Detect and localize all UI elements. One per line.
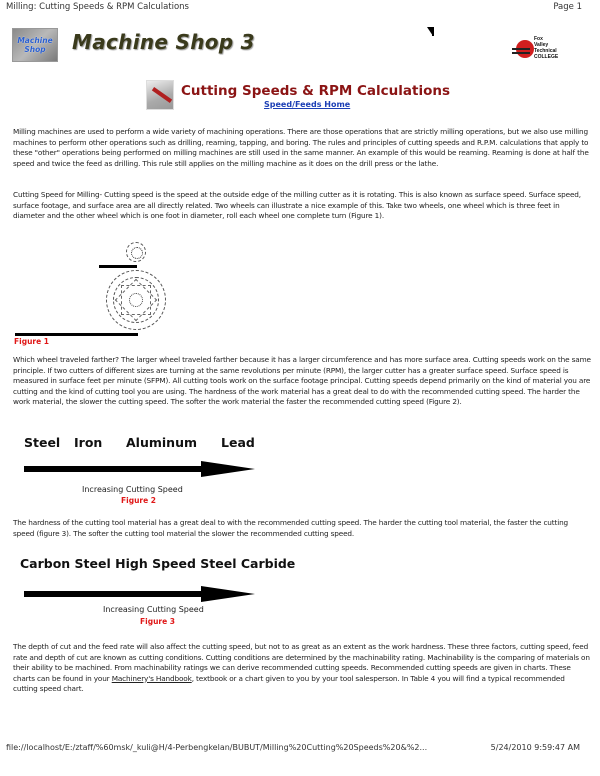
milling-machine-icon [146,80,174,110]
small-wheel-distance-line [99,265,137,268]
material-label: Lead [221,435,255,450]
figure-2-material-scale: Steel Iron Aluminum Lead Increasing Cutt… [24,435,264,505]
material-label: Iron [74,435,103,450]
site-banner: Machine Shop Machine Shop 3 Fox Valley T… [12,26,592,66]
print-footer: file://localhost/E:/ztaff/%60msk/_kuli@H… [6,743,590,757]
arrow-head [201,586,255,602]
college-logo-line: Fox Valley [534,36,549,48]
print-header-title: Milling: Cutting Speeds & RPM Calculatio… [6,2,189,12]
college-logo-text: Fox Valley Technical COLLEGE [534,36,558,60]
small-wheel-icon [126,242,146,262]
college-logo-line: COLLEGE [534,54,559,60]
college-logo-line: Technical [534,48,557,54]
paragraph-text: , textbook or a chart given to you by yo… [13,673,565,694]
material-label: Aluminum [126,435,197,450]
speed-feeds-home-link[interactable]: Speed/Feeds Home [264,100,351,109]
figure-1-wheels: Figure 1 [14,238,194,348]
cutting-speed-paragraph: Cutting Speed for Milling- Cutting speed… [13,190,581,221]
paragraph-text: The depth of cut and the feed rate will … [13,642,590,683]
wheel-spokes [121,285,151,315]
page-title: Cutting Speeds & RPM Calculations [181,83,451,99]
source-url: file://localhost/E:/ztaff/%60msk/_kuli@H… [6,743,428,752]
axis-label: Increasing Cutting Speed [82,485,183,494]
machine-shop-logo-icon[interactable]: Machine Shop [12,28,58,62]
site-title: Machine Shop 3 [72,30,255,54]
large-wheel-icon [106,270,166,330]
wheel-ring [113,277,159,323]
arrow-shaft [24,466,204,472]
figure-2-caption: Figure 2 [121,496,157,505]
logo-line-2: Shop [24,45,46,54]
print-header: Milling: Cutting Speeds & RPM Calculatio… [6,2,592,16]
wheel-hub [129,293,143,307]
page-title-block: Cutting Speeds & RPM Calculations Speed/… [146,80,450,120]
figure-3-caption: Figure 3 [140,617,176,626]
college-logo-icon[interactable]: Fox Valley Technical COLLEGE [512,36,558,62]
corner-marker-icon [427,27,434,36]
increasing-speed-arrow-icon [24,586,324,602]
machinerys-handbook-link[interactable]: Machinery's Handbook [111,673,192,683]
college-logo-stripe [512,48,530,50]
arrow-shaft [24,591,204,597]
material-labels: Steel Iron Aluminum Lead [24,435,264,453]
depth-of-cut-paragraph: The depth of cut and the feed rate will … [13,642,591,695]
large-wheel-distance-line [15,333,138,336]
figure-3-tool-scale: Carbon Steel High Speed Steel Carbide In… [20,556,320,626]
page-number: Page 1 [553,2,582,12]
arrow-head [201,461,255,477]
surface-speed-paragraph: Which wheel traveled farther? The larger… [13,355,591,407]
axis-label: Increasing Cutting Speed [103,605,204,614]
material-label: Steel [24,435,61,450]
increasing-speed-arrow-icon [24,461,264,477]
tool-material-label: Carbon Steel High Speed Steel Carbide [20,556,296,571]
print-timestamp: 5/24/2010 9:59:47 AM [490,743,580,752]
figure-1-caption: Figure 1 [14,337,50,346]
logo-line-1: Machine [17,36,53,45]
college-logo-stripe [512,52,530,54]
tool-material-labels: Carbon Steel High Speed Steel Carbide [20,556,320,574]
tool-hardness-paragraph: The hardness of the cutting tool materia… [13,518,569,538]
intro-paragraph: Milling machines are used to perform a w… [13,127,589,168]
